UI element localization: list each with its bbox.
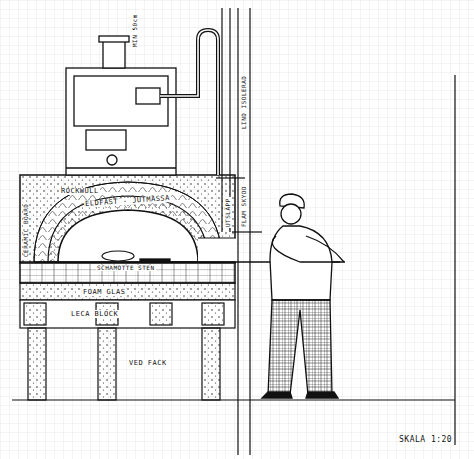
leca-blocks	[20, 300, 235, 328]
material-label: ROCKWULL	[60, 188, 100, 195]
dimension-label: MIN 50cm	[132, 13, 138, 48]
burner-unit	[66, 30, 218, 175]
hearth-stone	[20, 262, 235, 283]
wall-lines	[12, 8, 455, 455]
material-label: SCHAMOTTE STEN	[96, 265, 156, 271]
material-label: VED FACK	[128, 360, 168, 367]
material-label: FLAM SKYDD	[241, 185, 247, 228]
band-label: LECA BLOCK	[70, 310, 119, 318]
oven-dome	[20, 175, 236, 263]
material-label: LIND ISOLERAD	[241, 75, 247, 130]
leca-block-band: LECA BLOCK	[20, 300, 235, 328]
material-label: UTSLÄPP	[225, 197, 231, 228]
band-label: FOAM GLAS	[82, 288, 126, 296]
scale-note: SKALA 1:20	[398, 436, 453, 444]
material-label: CERAMIC BOARD	[23, 203, 29, 258]
foam-glass-band: FOAM GLAS	[20, 283, 235, 300]
foam-glass-band	[20, 283, 235, 300]
support-legs	[28, 328, 220, 400]
